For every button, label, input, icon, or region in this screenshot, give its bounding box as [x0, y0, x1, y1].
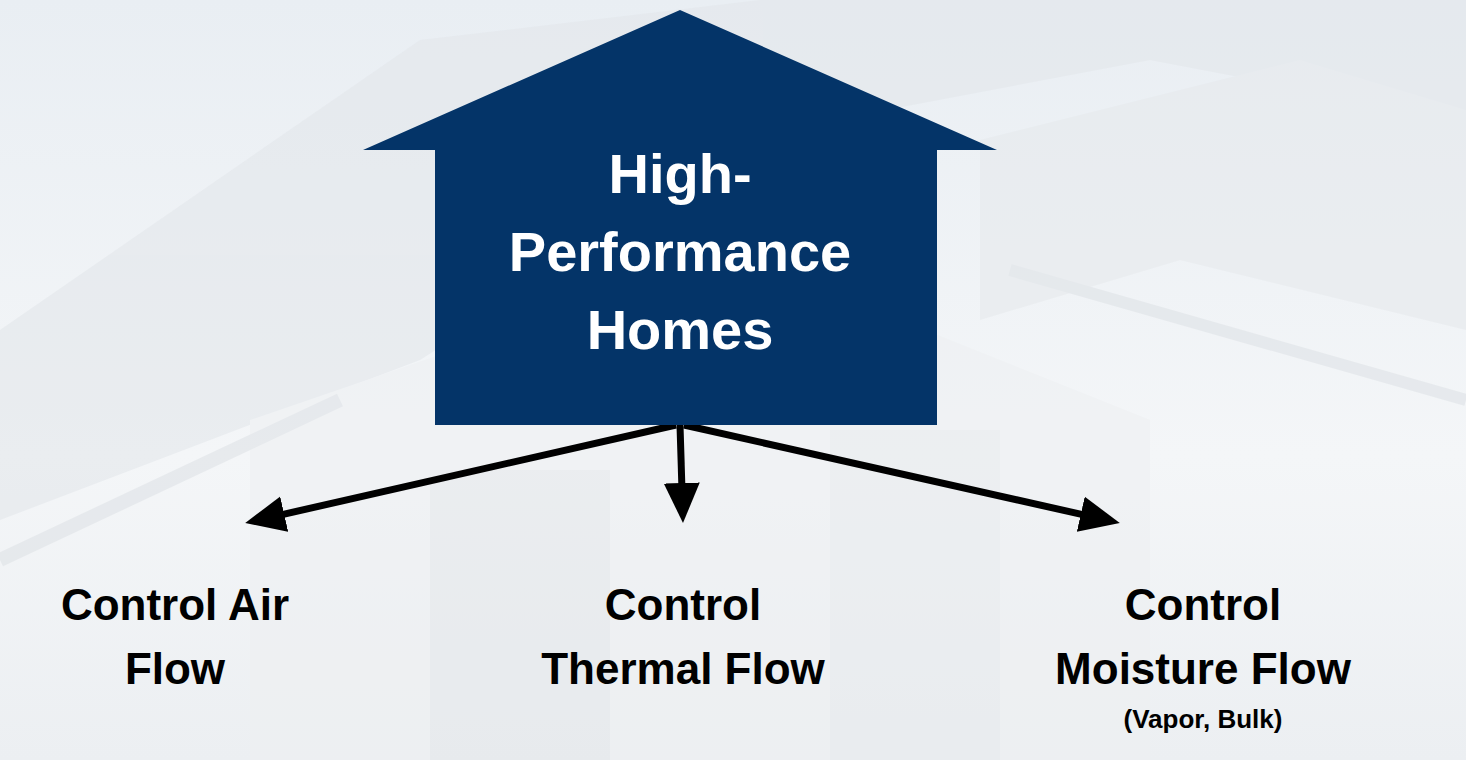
label-node: Control Thermal Flow: [523, 523, 843, 701]
node-title: Control Moisture Flow: [1043, 573, 1363, 701]
node-title: Control Air Flow: [45, 573, 305, 701]
node-title: High-Performance Homes: [490, 135, 870, 369]
arrow-connector: [684, 425, 1091, 516]
label-node: Control Air Flow: [45, 523, 305, 701]
arrow-connector: [680, 425, 682, 493]
node-subtitle: (Vapor, Bulk): [1043, 701, 1363, 737]
house-node: High-Performance Homes: [363, 10, 997, 425]
house-shape: [363, 10, 997, 425]
node-title: Control Thermal Flow: [523, 573, 843, 701]
house-outline: [363, 10, 997, 425]
label-node: Control Moisture Flow(Vapor, Bulk): [1043, 523, 1363, 737]
arrow-connector: [274, 425, 676, 516]
